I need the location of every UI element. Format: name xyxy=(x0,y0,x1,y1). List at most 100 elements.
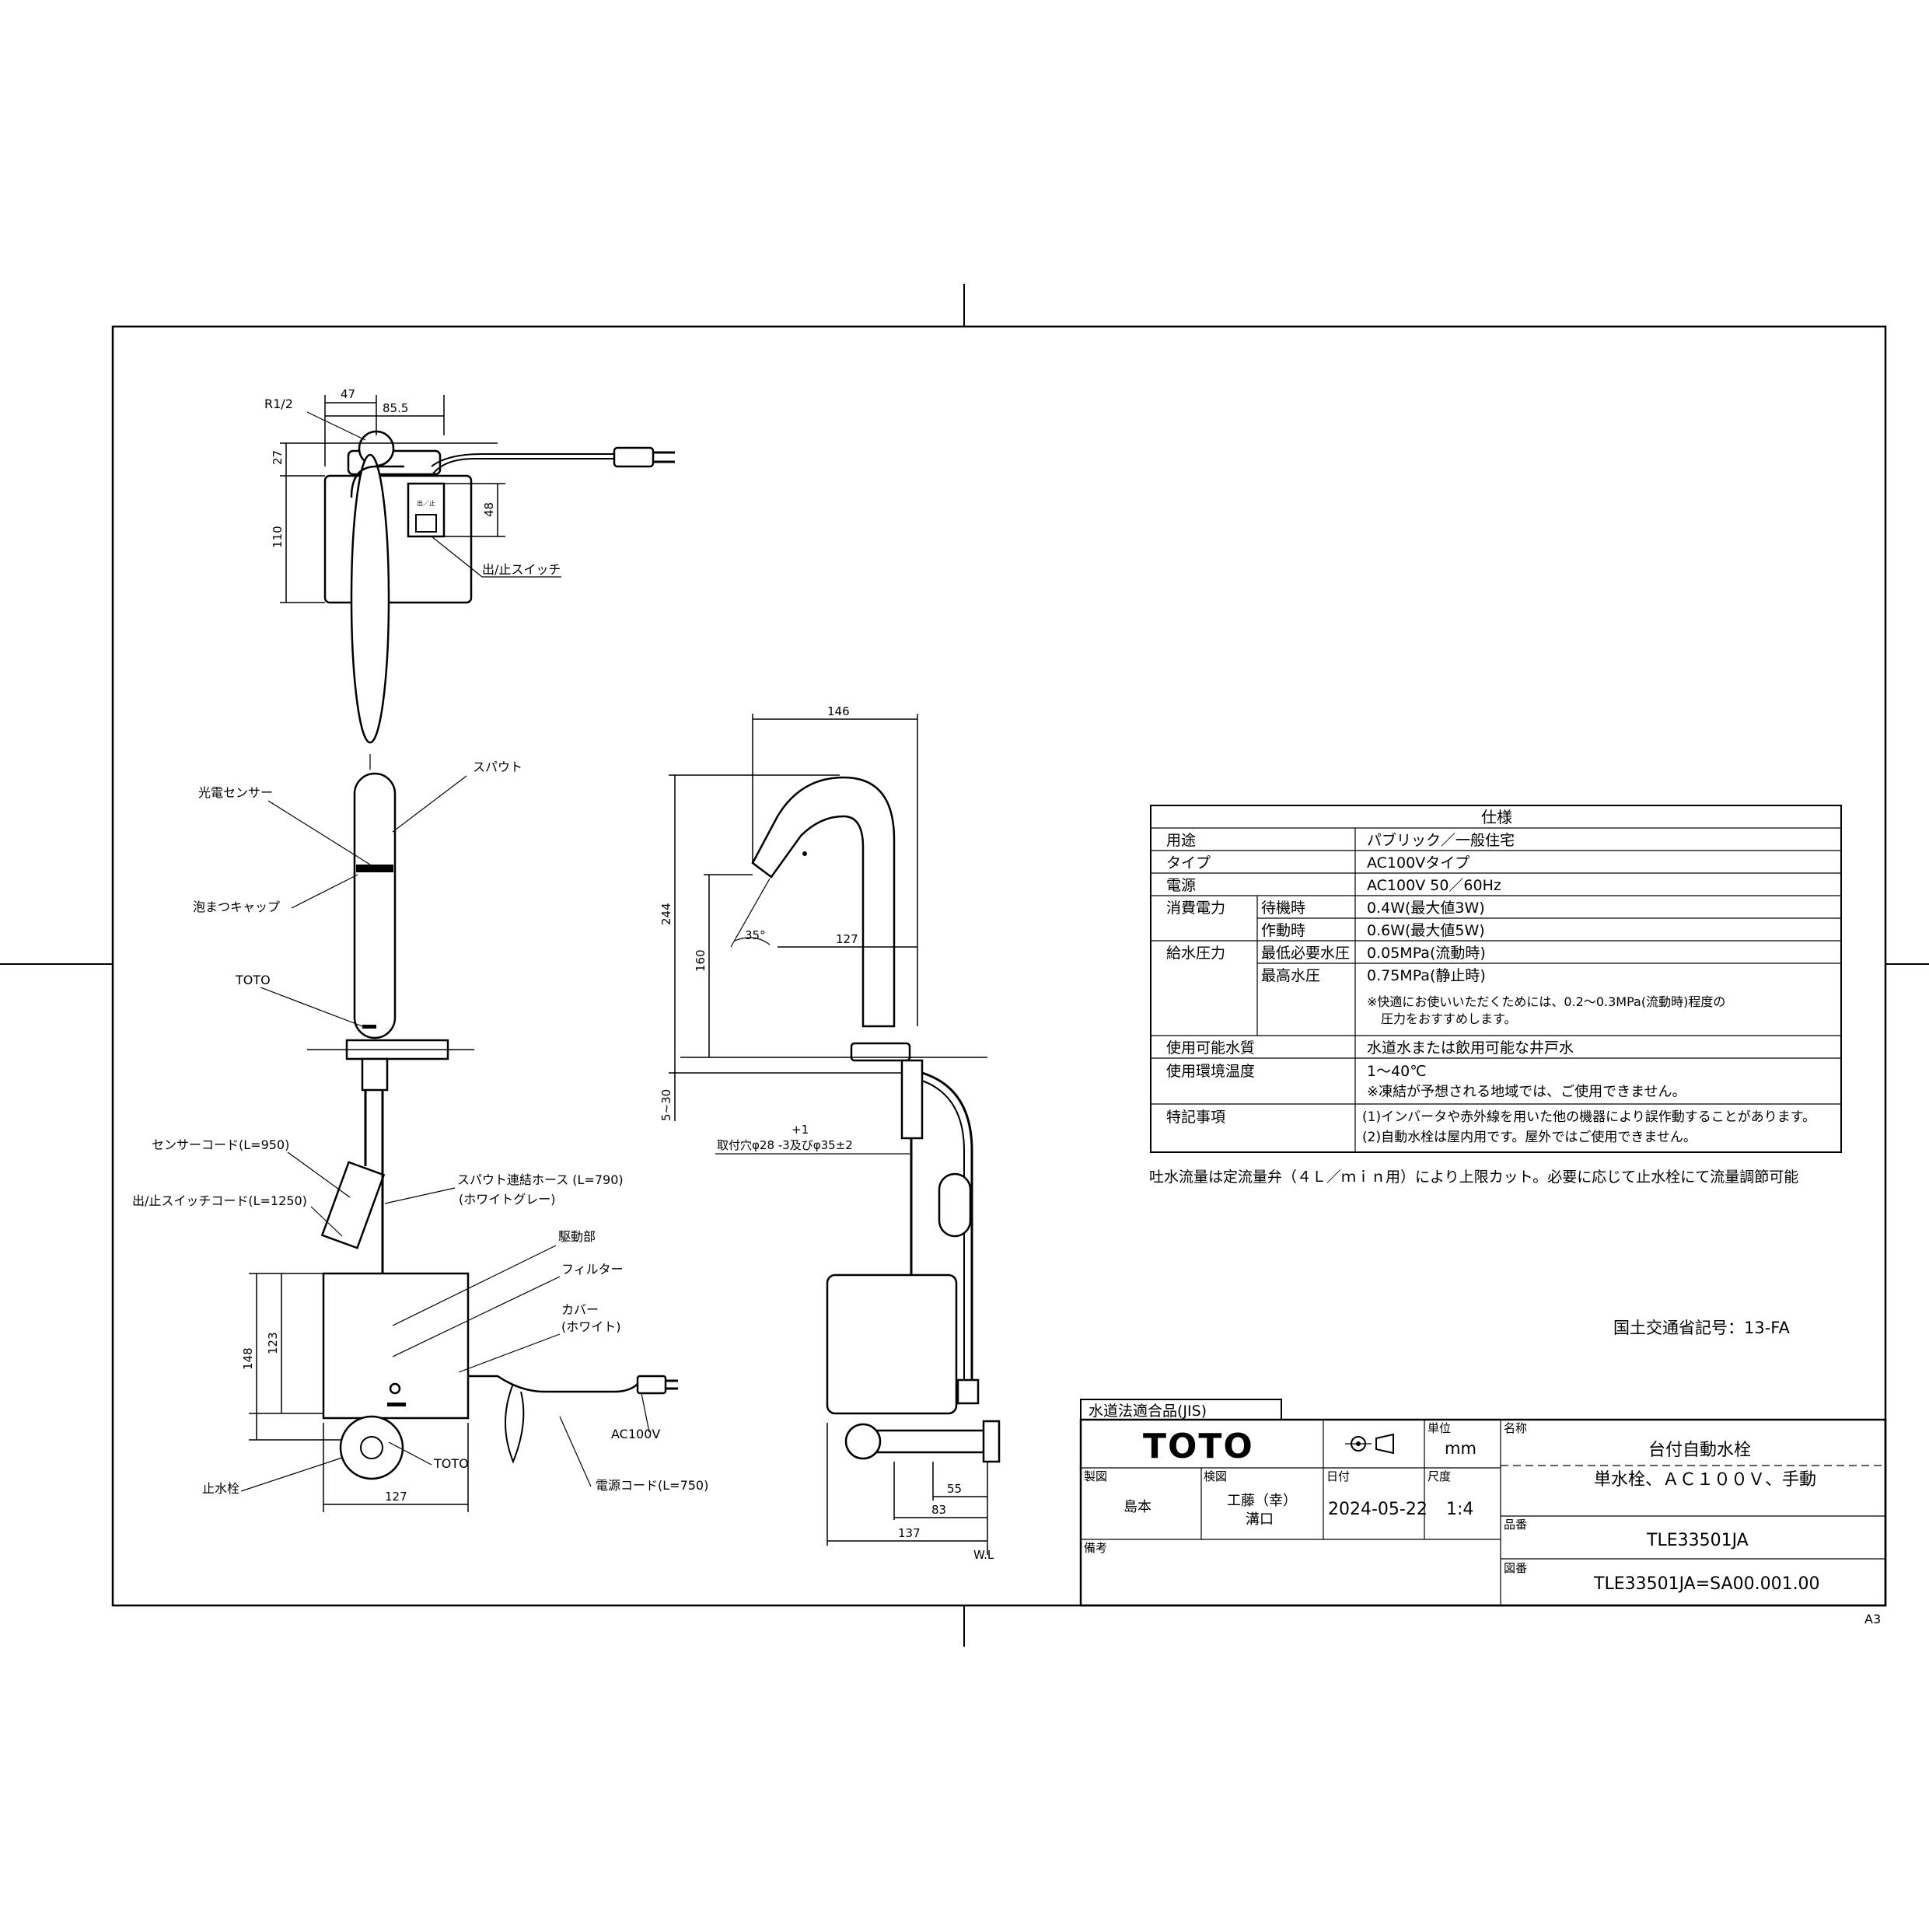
unit-value: mm xyxy=(1445,1439,1476,1458)
dim-244: 244 xyxy=(659,903,673,925)
remarks-label: 備考 xyxy=(1084,1541,1107,1555)
spec-max-pressure-value: 0.75MPa(静止時) xyxy=(1367,967,1486,984)
shank-side xyxy=(900,1059,924,1140)
top-view: 出／止 47 85.5 27 110 48 R1/2 出/止スイッチ xyxy=(264,387,675,744)
stop-valve-inner xyxy=(360,1436,383,1459)
label-ac100v: AC100V xyxy=(611,1427,660,1441)
label-filter: フィルター xyxy=(561,1262,624,1277)
stop-valve-front xyxy=(339,1415,404,1480)
projection-symbol xyxy=(1345,1433,1394,1455)
side-view: 146 244 160 127 35° 5~30 +1 取付穴φ28 -3及びφ… xyxy=(659,704,1001,1562)
drive-toto-mark xyxy=(387,1403,406,1406)
label-power-cord: 電源コード(L=750) xyxy=(596,1478,708,1493)
dim-48: 48 xyxy=(482,502,496,517)
drawn-by: 島本 xyxy=(1124,1499,1151,1515)
spec-use-label: 用途 xyxy=(1166,832,1196,849)
switch-button xyxy=(415,514,437,533)
sensor-dot-side xyxy=(802,851,807,856)
drawn-label: 製図 xyxy=(1084,1469,1107,1483)
spec-notes-label: 特記事項 xyxy=(1166,1109,1225,1126)
power-cord-front xyxy=(468,1375,638,1393)
dim-148: 148 xyxy=(241,1347,255,1370)
mlit-code: 国土交通省記号：13-FA xyxy=(1613,1319,1790,1337)
spec-min-pressure-value: 0.05MPa(流動時) xyxy=(1367,945,1486,962)
dim-110: 110 xyxy=(271,526,285,548)
sheet-border xyxy=(111,325,1887,1607)
sheet-size: A3 xyxy=(1864,1612,1881,1626)
spec-temp-note: ※凍結が予想される地域では、ご使用できません。 xyxy=(1367,1084,1686,1100)
spout-side xyxy=(751,776,896,1028)
spec-pressure-label: 給水圧力 xyxy=(1166,945,1225,962)
spec-min-pressure-label: 最低必要水圧 xyxy=(1261,945,1350,962)
checked-label: 検図 xyxy=(1204,1469,1227,1483)
power-cord-top2 xyxy=(431,453,614,467)
name-label: 名称 xyxy=(1504,1421,1527,1435)
part-label: 品番 xyxy=(1504,1518,1527,1532)
power-cord-top xyxy=(431,458,614,477)
spec-pressure-note1: ※快適にお使いいただくためには、0.2～0.3MPa(流動時)程度の xyxy=(1367,994,1725,1009)
plug-body-top xyxy=(613,446,655,468)
label-cover-color: (ホワイト) xyxy=(561,1319,621,1334)
label-hose-color: (ホワイトグレー) xyxy=(459,1192,556,1207)
spec-pressure-note2: 圧力をおすすめします。 xyxy=(1381,1011,1516,1026)
dim-tol: +1 xyxy=(792,1123,809,1137)
cord-clip-side xyxy=(938,1172,972,1238)
sensor-cord-bundle xyxy=(320,1161,386,1249)
shank-front xyxy=(361,1057,389,1092)
label-switch-cord: 出/止スイッチコード(L=1250) xyxy=(132,1193,307,1208)
jis-label: 水道法適合品(JIS) xyxy=(1089,1403,1207,1420)
scale-value: 1:4 xyxy=(1446,1500,1473,1519)
dim-5-30: 5~30 xyxy=(659,1089,673,1121)
front-view: 148 123 127 光電センサー スパウト 泡まつキャップ TOTO センサ… xyxy=(132,754,708,1512)
base-side xyxy=(850,1042,911,1062)
spec-power-value: AC100V 50／60Hz xyxy=(1367,877,1501,894)
dim-123: 123 xyxy=(266,1332,280,1354)
brand-logo: TOTO xyxy=(1143,1427,1254,1466)
spec-consumption-label: 消費電力 xyxy=(1166,900,1225,917)
valve-knob-side xyxy=(844,1423,882,1460)
spec-active-value: 0.6W(最大値5W) xyxy=(1367,922,1485,939)
label-spout: スパウト xyxy=(473,760,522,774)
switch-box xyxy=(407,482,446,538)
label-drive: 駆動部 xyxy=(558,1229,596,1244)
dim-55: 55 xyxy=(947,1482,962,1496)
spec-temp-value: 1～40℃ xyxy=(1367,1063,1427,1080)
spec-use-value: パブリック／一般住宅 xyxy=(1367,831,1515,849)
dim-angle: 35° xyxy=(745,928,766,942)
spec-power-label: 電源 xyxy=(1166,877,1196,894)
spec-water-value: 水道水または飲用可能な井戸水 xyxy=(1367,1039,1574,1057)
label-sensor-cord: センサーコード(L=950) xyxy=(152,1137,289,1152)
spout-top xyxy=(350,453,390,744)
hose-side2 xyxy=(921,1080,965,1392)
date-label: 日付 xyxy=(1326,1469,1350,1483)
hose-side xyxy=(921,1071,973,1392)
dim-160: 160 xyxy=(694,949,708,972)
power-cord-front-loop xyxy=(505,1383,525,1464)
drive-unit-front xyxy=(322,1272,470,1420)
spec-notes-2: (2)自動水栓は屋内用です。屋外ではご使用できません。 xyxy=(1362,1129,1697,1145)
label-hose: スパウト連結ホース (L=790) xyxy=(457,1172,624,1187)
spec-header: 仕様 xyxy=(1481,808,1512,826)
dim-47: 47 xyxy=(341,387,355,401)
drive-unit-top xyxy=(323,474,473,604)
spec-max-pressure-label: 最高水圧 xyxy=(1261,967,1320,984)
toto-mark-front xyxy=(362,1025,376,1029)
plug-front xyxy=(636,1375,667,1395)
spec-active-label: 作動時 xyxy=(1261,922,1305,939)
checked-by-1: 工藤（幸） xyxy=(1227,1493,1297,1509)
drawing-number-label: 図番 xyxy=(1504,1561,1527,1575)
checked-by-2: 溝口 xyxy=(1246,1511,1274,1528)
label-toto-valve: TOTO xyxy=(433,1456,469,1471)
spec-table: 仕様 用途 パブリック／一般住宅 タイプ AC100Vタイプ 電源 AC100V… xyxy=(1150,805,1842,1153)
label-aerator: 泡まつキャップ xyxy=(193,900,280,914)
dim-137: 137 xyxy=(898,1526,921,1540)
drawing-number: TLE33501JA=SA00.001.00 xyxy=(1593,1574,1820,1594)
scale-label: 尺度 xyxy=(1428,1469,1451,1483)
spec-notes-1: (1)インバータや赤外線を用いた他の機器により誤作動することがあります。 xyxy=(1362,1109,1815,1125)
dim-146: 146 xyxy=(827,704,850,718)
label-stop-valve: 止水栓 xyxy=(202,1481,239,1496)
spout-front xyxy=(353,772,397,1039)
label-r12: R1/2 xyxy=(264,397,293,411)
drive-indicator xyxy=(389,1382,401,1395)
